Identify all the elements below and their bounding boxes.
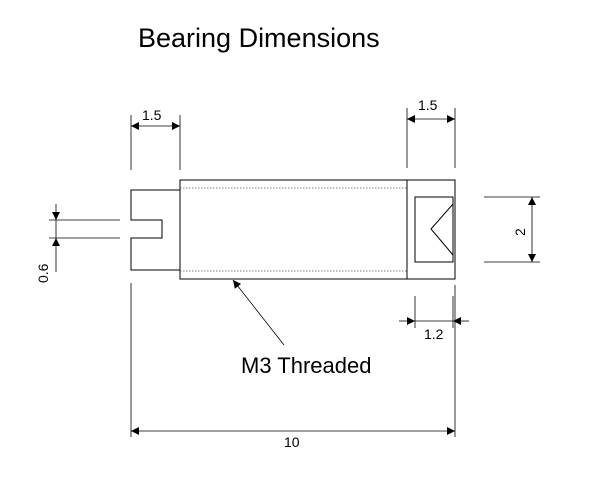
dim-label-cone-height: 2 bbox=[512, 228, 528, 236]
thread-callout: M3 Threaded bbox=[232, 279, 371, 378]
dim-cone-end-length: 1.5 bbox=[406, 97, 456, 168]
callout-label: M3 Threaded bbox=[241, 353, 371, 378]
dim-overall-length: 10 bbox=[130, 283, 456, 450]
cone-profile bbox=[430, 203, 454, 256]
dim-label-slot-end-length: 1.5 bbox=[142, 107, 162, 123]
cone-end-outline bbox=[406, 179, 456, 280]
drawing-title: Bearing Dimensions bbox=[138, 23, 380, 53]
dim-slot-end-length: 1.5 bbox=[130, 107, 181, 170]
dim-cone-height: 2 bbox=[484, 196, 540, 263]
dim-label-slot-width: 0.6 bbox=[35, 263, 51, 283]
threaded-shaft bbox=[179, 179, 408, 280]
dim-label-cone-end-length: 1.5 bbox=[418, 97, 438, 113]
dim-slot-width: 0.6 bbox=[35, 204, 120, 283]
bearing-body bbox=[130, 179, 456, 280]
cone-recess bbox=[414, 196, 454, 263]
leader-line bbox=[232, 279, 285, 346]
dim-cone-depth: 1.2 bbox=[399, 296, 469, 342]
slotted-end-outline bbox=[130, 189, 180, 271]
dim-label-cone-depth: 1.2 bbox=[424, 326, 444, 342]
dim-label-overall-length: 10 bbox=[284, 434, 300, 450]
